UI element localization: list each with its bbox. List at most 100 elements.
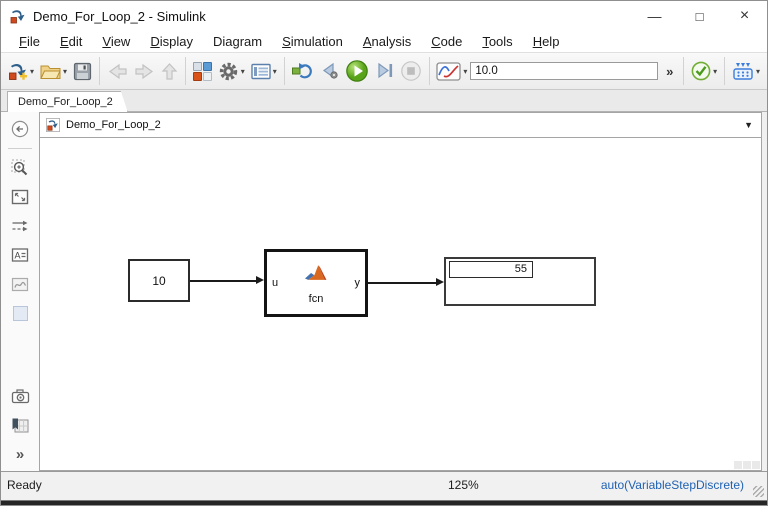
canvas-corner-scroll-widget[interactable] (734, 461, 760, 469)
menu-simulation[interactable]: Simulation (282, 34, 343, 49)
maximize-button[interactable]: □ (695, 8, 704, 24)
solver-link[interactable]: auto(VariableStepDiscrete) (600, 478, 744, 492)
viewmark-icon (12, 418, 29, 433)
back-circle-icon (11, 120, 29, 138)
svg-text:A: A (15, 251, 21, 261)
zoom-level: 125% (448, 478, 479, 492)
update-diagram-button[interactable] (289, 56, 317, 86)
chevron-down-icon: ▾ (756, 66, 761, 76)
step-back-icon (322, 62, 338, 79)
annotation-icon: A (11, 248, 29, 262)
camera-icon (11, 389, 29, 404)
input-port-label: u (272, 277, 279, 289)
stop-button[interactable] (397, 56, 425, 86)
model-advisor-button[interactable]: ▾ (688, 56, 720, 86)
window-title: Demo_For_Loop_2 - Simulink (33, 8, 206, 24)
breadcrumb[interactable]: Demo_For_Loop_2 ▼ (39, 112, 762, 138)
new-model-button[interactable]: ▾ (5, 56, 37, 86)
folder-icon (40, 65, 61, 79)
new-model-icon (9, 64, 27, 80)
chevron-down-icon: ▾ (63, 66, 68, 76)
function-block-label: fcn (308, 293, 324, 305)
chevrons-right-icon: » (15, 445, 25, 463)
save-button[interactable] (70, 56, 95, 86)
menu-analysis[interactable]: Analysis (362, 34, 412, 49)
toolbar-separator (184, 57, 186, 85)
arrow-left-icon (108, 63, 127, 79)
constant-block[interactable]: 10 (128, 259, 190, 302)
model-explorer-button[interactable]: ▾ (248, 56, 280, 86)
status-bar: Ready 125% auto(VariableStepDiscrete) (1, 471, 767, 500)
menu-diagram[interactable]: Diagram (212, 34, 263, 49)
toolbar-separator (99, 57, 100, 85)
minimize-button[interactable]: — (647, 8, 662, 24)
menu-code[interactable]: Code (431, 34, 463, 49)
hide-browser-button[interactable] (7, 117, 33, 141)
area-button[interactable] (7, 301, 33, 325)
up-to-parent-button[interactable] (158, 56, 181, 86)
model-configuration-button[interactable]: ▾ (215, 56, 248, 86)
arrow-right-icon (135, 63, 153, 79)
library-browser-icon (192, 61, 212, 81)
forward-button[interactable] (131, 56, 158, 86)
toolbar-separator (283, 57, 285, 85)
menu-bar: File Edit View Display Diagram Simulatio… (1, 31, 767, 52)
close-button[interactable]: × (739, 7, 750, 24)
tab-demo-for-loop-2[interactable]: Demo_For_Loop_2 (7, 91, 128, 112)
matlab-function-block[interactable]: u fcn y (264, 249, 368, 317)
screenshot-button[interactable] (7, 384, 33, 408)
signal-wire[interactable] (368, 278, 444, 287)
viewmarks-button[interactable] (7, 413, 33, 437)
main-area: A (1, 112, 767, 471)
scope-curves-icon (436, 61, 462, 81)
fit-view-icon (11, 189, 29, 205)
fit-to-view-button[interactable] (7, 185, 33, 209)
chevron-down-icon: ▾ (240, 66, 245, 76)
signal-routing-button[interactable] (7, 214, 33, 238)
menu-edit[interactable]: Edit (59, 34, 83, 49)
area-icon (12, 305, 28, 321)
step-forward-button[interactable] (372, 56, 397, 86)
simulink-model-icon (46, 118, 60, 132)
zoom-region-button[interactable] (7, 156, 33, 180)
open-button[interactable]: ▾ (37, 56, 70, 86)
menu-help[interactable]: Help (532, 34, 560, 49)
menu-file[interactable]: File (19, 34, 40, 49)
simulation-data-inspector-button[interactable]: ▾ (433, 56, 470, 86)
green-check-icon (691, 61, 711, 81)
palette-rail: A (1, 112, 39, 471)
menu-view[interactable]: View (102, 34, 131, 49)
status-message: Ready (7, 478, 42, 492)
display-value-field: 55 (449, 261, 533, 278)
toolbar: ▾ ▾ (1, 52, 767, 90)
chevron-down-icon: ▾ (272, 66, 277, 76)
arrow-up-icon (161, 62, 178, 80)
toolbar-overflow-button[interactable]: » (666, 63, 674, 79)
background-window-strip (1, 500, 767, 505)
run-icon (345, 60, 368, 82)
image-curve-icon (11, 277, 29, 291)
chevron-down-icon: ▾ (463, 66, 468, 76)
wire-arrowhead (436, 278, 444, 287)
annotation-button[interactable]: A (7, 243, 33, 267)
breadcrumb-dropdown-icon[interactable]: ▼ (744, 120, 753, 130)
build-icon (733, 62, 753, 80)
model-canvas[interactable]: 10 u fcn y (39, 138, 762, 471)
toolbar-separator (724, 57, 725, 85)
menu-tools[interactable]: Tools (482, 34, 513, 49)
image-annotation-button[interactable] (7, 272, 33, 296)
display-block[interactable]: 55 (444, 257, 596, 306)
tab-strip: Demo_For_Loop_2 (1, 90, 767, 112)
run-button[interactable] (342, 56, 372, 86)
signal-wire[interactable] (190, 276, 264, 285)
stop-time-input[interactable] (470, 62, 659, 80)
chevron-down-icon: ▾ (713, 66, 718, 76)
model-explorer-icon (251, 63, 271, 79)
rail-overflow-button[interactable]: » (7, 442, 33, 466)
build-model-button[interactable]: ▾ (729, 56, 763, 86)
menu-display[interactable]: Display (150, 34, 193, 49)
resize-grip-icon[interactable] (753, 486, 764, 497)
library-browser-button[interactable] (190, 56, 215, 86)
step-back-button[interactable] (317, 56, 342, 86)
back-button[interactable] (104, 56, 131, 86)
